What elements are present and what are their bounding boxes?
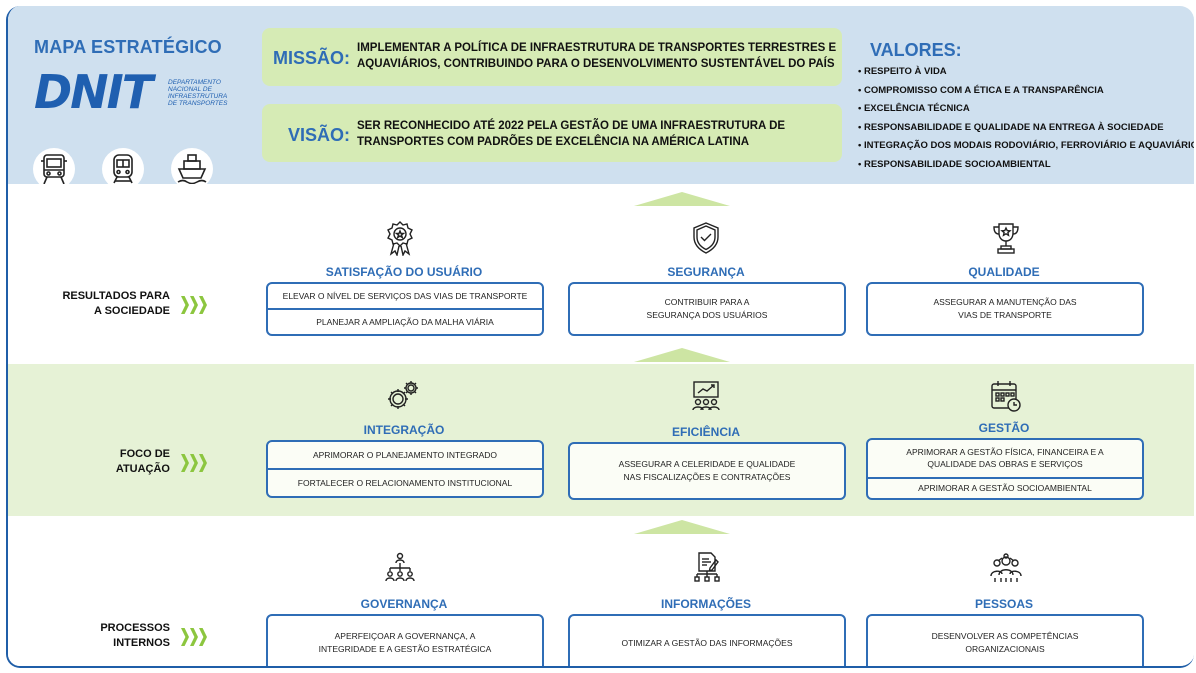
row-label-processos: PROCESSOS INTERNOS	[100, 622, 170, 649]
logo-wordmark: DNIT	[34, 65, 153, 119]
missao-panel	[262, 28, 842, 86]
valores-item: RESPEITO À VIDA	[858, 63, 1194, 82]
map-title: MAPA ESTRATÉGICO	[34, 37, 222, 57]
chart-team-icon	[686, 376, 726, 416]
objective-item: ELEVAR O NÍVEL DE SERVIÇOS DAS VIAS DE T…	[282, 291, 528, 301]
objective-box-gestao: APRIMORAR A GESTÃO FÍSICA, FINANCEIRA E …	[866, 438, 1144, 500]
up-arrow-2	[634, 348, 730, 362]
objective-box-pessoas: DESENVOLVER AS COMPETÊNCIAS ORGANIZACION…	[866, 614, 1144, 666]
objective-item: DESENVOLVER AS COMPETÊNCIAS	[931, 631, 1079, 641]
objective-item: ORGANIZACIONAIS	[965, 644, 1045, 654]
up-arrow-1	[634, 192, 730, 206]
ship-icon	[171, 148, 213, 190]
box-divider	[868, 476, 1142, 479]
objective-item: FORTALECER O RELACIONAMENTO INSTITUCIONA…	[297, 478, 513, 488]
header-panel: MAPA ESTRATÉGICO DNIT DEPARTAMENTO NACIO…	[8, 6, 1194, 190]
missao-label: MISSÃO:	[273, 48, 351, 68]
objective-box-eficiencia: ASSEGURAR A CELERIDADE E QUALIDADE NAS F…	[568, 442, 846, 500]
col-title-informacoes: INFORMAÇÕES	[661, 597, 751, 611]
objective-box-qualidade: ASSEGURAR A MANUTENÇÃO DAS VIAS DE TRANS…	[866, 282, 1144, 336]
strategic-map: MAPA ESTRATÉGICO DNIT DEPARTAMENTO NACIO…	[6, 6, 1194, 668]
box-divider	[268, 308, 542, 310]
col-title-gestao: GESTÃO	[978, 421, 1030, 435]
valores-item: RESPONSABILIDADE E QUALIDADE NA ENTREGA …	[858, 119, 1194, 138]
objective-item: NAS FISCALIZAÇÕES E CONTRATAÇÕES	[623, 472, 791, 482]
train-icon	[102, 148, 144, 190]
objective-box-informacoes: OTIMIZAR A GESTÃO DAS INFORMAÇÕES	[568, 614, 846, 666]
chevrons-icon	[181, 296, 207, 314]
objective-box-seguranca: CONTRIBUIR PARA A SEGURANÇA DOS USUÁRIOS	[568, 282, 846, 336]
objective-box-satisfacao: ELEVAR O NÍVEL DE SERVIÇOS DAS VIAS DE T…	[266, 282, 544, 336]
objective-item: VIAS DE TRANSPORTE	[958, 310, 1052, 320]
document-network-icon	[686, 548, 726, 588]
valores-item: INTEGRAÇÃO DOS MODAIS RODOVIÁRIO, FERROV…	[858, 137, 1194, 156]
valores-item: COMPROMISSO COM A ÉTICA E A TRANSPARÊNCI…	[858, 82, 1194, 101]
objective-box-governanca: APERFEIÇOAR A GOVERNANÇA, A INTEGRIDADE …	[266, 614, 544, 666]
col-title-qualidade: QUALIDADE	[968, 265, 1040, 279]
objective-item: APERFEIÇOAR A GOVERNANÇA, A	[334, 631, 476, 641]
col-title-governanca: GOVERNANÇA	[360, 597, 448, 611]
objective-item: ASSEGURAR A CELERIDADE E QUALIDADE	[618, 459, 796, 469]
gears-icon	[380, 376, 424, 416]
objective-item: CONTRIBUIR PARA A	[664, 297, 750, 307]
row-label-foco: FOCO DE ATUAÇÃO	[115, 448, 170, 475]
calendar-clock-icon	[986, 376, 1026, 416]
chevrons-icon	[181, 454, 207, 472]
valores-list: RESPEITO À VIDA COMPROMISSO COM A ÉTICA …	[858, 63, 1194, 174]
objective-item: OTIMIZAR A GESTÃO DAS INFORMAÇÕES	[621, 637, 793, 648]
valores-item: RESPONSABILIDADE SOCIOAMBIENTAL	[858, 156, 1194, 175]
visao-text: SER RECONHECIDO ATÉ 2022 PELA GESTÃO DE …	[357, 120, 786, 148]
objective-box-integracao: APRIMORAR O PLANEJAMENTO INTEGRADO FORTA…	[266, 440, 544, 498]
objective-item: ASSEGURAR A MANUTENÇÃO DAS	[933, 297, 1077, 307]
up-arrow-3	[634, 520, 730, 534]
row-label-resultados: RESULTADOS PARA A SOCIEDADE	[62, 290, 170, 317]
objective-item: APRIMORAR O PLANEJAMENTO INTEGRADO	[312, 450, 498, 460]
objective-item: SEGURANÇA DOS USUÁRIOS	[646, 310, 768, 320]
bus-icon	[33, 148, 75, 190]
missao-text: IMPLEMENTAR A POLÍTICA DE INFRAESTRUTURA…	[357, 42, 837, 70]
objective-item: APRIMORAR A GESTÃO SOCIOAMBIENTAL	[918, 483, 1092, 494]
people-network-icon	[986, 548, 1026, 588]
trophy-icon	[986, 218, 1026, 258]
col-title-seguranca: SEGURANÇA	[667, 265, 745, 279]
col-title-satisfacao: SATISFAÇÃO DO USUÁRIO	[325, 265, 483, 279]
objective-item: PLANEJAR A AMPLIAÇÃO DA MALHA VIÁRIA	[316, 317, 494, 327]
dnit-logo: DNIT DEPARTAMENTO NACIONAL DE INFRAESTRU…	[34, 66, 238, 118]
objective-item: INTEGRIDADE E A GESTÃO ESTRATÉGICA	[318, 644, 492, 654]
org-chart-icon	[380, 548, 420, 588]
logo-department-text: DEPARTAMENTO NACIONAL DE INFRAESTRUTURA …	[168, 79, 228, 107]
shield-check-icon	[686, 218, 726, 258]
valores-title: VALORES:	[870, 40, 962, 60]
visao-panel	[262, 104, 842, 162]
chevrons-icon	[181, 628, 207, 646]
box-divider	[268, 468, 542, 470]
col-title-integracao: INTEGRAÇÃO	[363, 423, 445, 437]
objective-item: APRIMORAR A GESTÃO FÍSICA, FINANCEIRA E …	[906, 447, 1104, 470]
visao-label: VISÃO:	[288, 125, 351, 145]
col-title-pessoas: PESSOAS	[974, 597, 1034, 611]
col-title-eficiencia: EFICIÊNCIA	[671, 425, 740, 439]
valores-item: EXCELÊNCIA TÉCNICA	[858, 100, 1194, 119]
badge-icon	[380, 218, 420, 258]
